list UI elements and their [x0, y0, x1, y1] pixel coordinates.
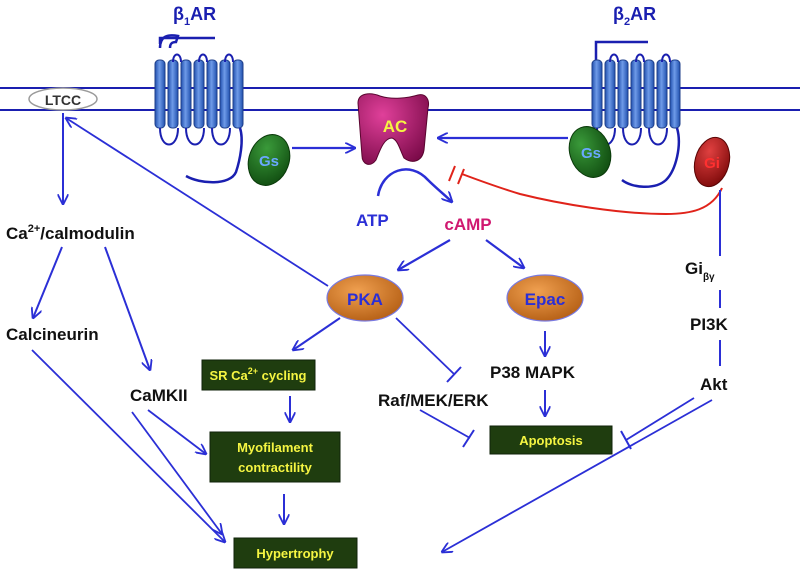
- gi-inhibition-line: [448, 165, 723, 216]
- arrow-pka-to-ltcc: [66, 118, 329, 287]
- raf-mek-erk-label: Raf/MEK/ERK: [378, 391, 489, 410]
- gs-protein-left: Gs: [247, 134, 291, 186]
- epac-node: Epac: [506, 274, 584, 322]
- gs-protein-right: Gs: [568, 126, 612, 178]
- beta2-receptor: β2AR: [591, 4, 681, 188]
- inhibit-akt-to-apoptosis: [620, 397, 695, 450]
- ltcc-channel: LTCC: [28, 87, 98, 111]
- calcineurin-label: Calcineurin: [6, 325, 99, 344]
- akt-label: Akt: [700, 375, 728, 394]
- adenylyl-cyclase: AC: [357, 93, 429, 165]
- apoptosis-box: Apoptosis: [489, 425, 613, 455]
- svg-text:Myofilament: Myofilament: [237, 440, 314, 455]
- camp-label: cAMP: [444, 215, 491, 234]
- camkii-label: CaMKII: [130, 386, 188, 405]
- atp-label: ATP: [356, 211, 389, 230]
- arrow-camp-to-epac: [485, 239, 524, 268]
- gi-protein: Gi: [693, 136, 731, 188]
- myofilament-box: Myofilament contractility: [209, 431, 341, 483]
- ac-label: AC: [383, 117, 408, 136]
- arrow-calmodulin-to-calcineurin: [33, 246, 63, 318]
- pi3k-label: PI3K: [690, 315, 729, 334]
- pka-node: PKA: [326, 274, 404, 322]
- gs-left-label: Gs: [259, 153, 279, 170]
- arrow-camp-to-pka: [398, 239, 451, 270]
- gs-right-label: Gs: [581, 145, 601, 162]
- ltcc-label: LTCC: [45, 92, 81, 108]
- p38-label: P38 MAPK: [490, 363, 576, 382]
- arrow-calcineurin-to-hypertrophy: [31, 349, 225, 542]
- pka-label: PKA: [347, 290, 383, 309]
- svg-text:Apoptosis: Apoptosis: [519, 433, 583, 448]
- epac-label: Epac: [525, 290, 566, 309]
- beta1-receptor: β1AR: [154, 4, 244, 184]
- calmodulin-label: Ca2+/calmodulin: [6, 223, 135, 243]
- hypertrophy-box: Hypertrophy: [233, 537, 358, 569]
- svg-text:contractility: contractility: [238, 460, 312, 475]
- sr-cycling-box: SR Ca2+ cycling: [201, 359, 316, 391]
- arrow-camkii-to-myofilament: [147, 409, 206, 454]
- arrow-pka-to-sr-cycling: [293, 317, 341, 350]
- inhibit-raf-to-apoptosis: [419, 409, 475, 448]
- inhibit-pka-to-raf: [395, 317, 462, 383]
- arrow-akt-to-hypertrophy: [442, 399, 713, 552]
- svg-text:SR Ca2+ cycling: SR Ca2+ cycling: [210, 366, 307, 383]
- gi-bg-label: Giβγ: [685, 259, 715, 283]
- arrow-atp-to-camp: [376, 168, 452, 202]
- arrow-calmodulin-to-camkii: [104, 246, 150, 370]
- gi-label: Gi: [704, 155, 720, 172]
- arrow-camkii-to-hypertrophy: [131, 411, 222, 534]
- beta2-label: β2AR: [613, 4, 656, 28]
- svg-text:Hypertrophy: Hypertrophy: [256, 546, 334, 561]
- beta1-label: β1AR: [173, 4, 216, 28]
